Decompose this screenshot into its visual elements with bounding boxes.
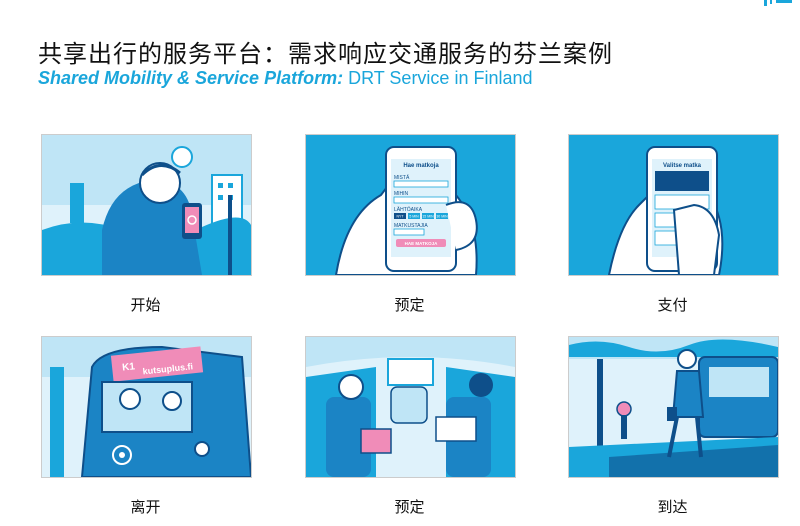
to-field[interactable] — [393, 196, 449, 204]
passengers-field[interactable] — [393, 228, 425, 236]
caption-payment: 支付 — [657, 296, 688, 314]
subtitle-bold: Shared Mobility & Service Platform: — [38, 68, 344, 88]
caption-depart: 离开 — [130, 498, 161, 516]
app-header: Hae matkoja — [403, 163, 439, 169]
corner-logo-icon — [764, 0, 792, 6]
panel-payment: Valitse matka — [568, 134, 779, 276]
caption-start: 开始 — [130, 296, 161, 314]
caption-booking: 预定 — [394, 296, 425, 314]
caption-arrive: 到达 — [657, 498, 688, 516]
from-label: MISTÄ — [394, 174, 410, 181]
panel-ride — [305, 336, 516, 478]
from-field[interactable] — [393, 180, 449, 188]
bus-interior-illustration — [306, 337, 515, 477]
time-chip-label: 15 MIN — [422, 215, 434, 219]
time-chip-label: 5 MIN — [409, 215, 419, 219]
page-subtitle: Shared Mobility & Service Platform: DRT … — [38, 68, 533, 89]
booking-app-illustration: Hae matkoja MISTÄ MIHIN LÄHTÖAIKA NYT 5 … — [306, 135, 515, 275]
app-header: Valitse matka — [663, 163, 702, 169]
time-chip-label: NYT — [397, 215, 405, 219]
panel-depart: K1 kutsuplus.fi — [41, 336, 252, 478]
payment-app-illustration: Valitse matka — [569, 135, 778, 275]
bus-driver-illustration: K1 kutsuplus.fi — [42, 337, 251, 477]
panel-booking: Hae matkoja MISTÄ MIHIN LÄHTÖAIKA NYT 5 … — [305, 134, 516, 276]
to-label: MIHIN — [394, 191, 409, 197]
search-button[interactable] — [396, 239, 446, 247]
time-chip[interactable] — [422, 213, 434, 219]
search-button-label: HAE MATKOJA — [405, 241, 438, 246]
phone-user-illustration — [42, 135, 251, 275]
time-chip-label: 30 MIN — [436, 215, 448, 219]
bus-route: K1 — [122, 361, 136, 373]
panel-arrive — [568, 336, 779, 478]
time-chip[interactable] — [408, 213, 420, 219]
panel-start — [41, 134, 252, 276]
caption-ride: 预定 — [394, 498, 425, 516]
time-chip[interactable] — [436, 213, 448, 219]
page-title: 共享出行的服务平台：需求响应交通服务的芬兰案例 — [38, 40, 613, 68]
passengers-label: MATKUSTAJIA — [394, 223, 428, 229]
time-chip[interactable] — [394, 213, 406, 219]
arrival-illustration — [569, 337, 778, 477]
subtitle-regular: DRT Service in Finland — [343, 68, 533, 88]
depart-label: LÄHTÖAIKA — [394, 206, 423, 213]
